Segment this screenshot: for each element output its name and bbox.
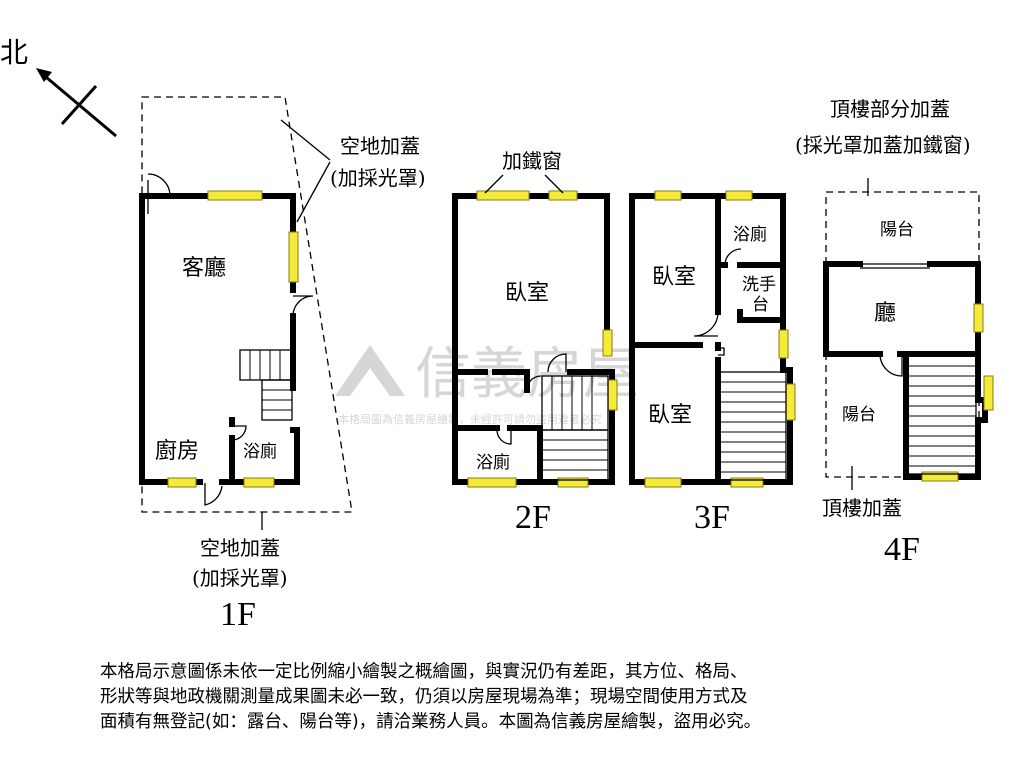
annex-note-top: 空地加蓋 bbox=[340, 134, 420, 158]
north-label: 北 bbox=[0, 36, 28, 69]
room-bath-3f: 浴廁 bbox=[733, 224, 767, 245]
stairs-4f bbox=[907, 355, 977, 475]
stairs-2f bbox=[541, 375, 609, 481]
room-kitchen-1f: 廚房 bbox=[155, 439, 199, 464]
floor-4f: 頂樓部分加蓋 (採光罩加蓋加鐵窗) 陽台 廳 陽台 頂樓加蓋 4F bbox=[795, 97, 994, 568]
north-arrow-icon bbox=[36, 68, 52, 82]
annex-note-bottom-sub: (加採光罩) bbox=[192, 566, 288, 590]
disclaimer: 本格局示意圖係未依一定比例縮小繪製之概繪圖，與實況仍有差距，其方位、格局、 形狀… bbox=[100, 660, 930, 735]
rooftop-addition-note: 頂樓加蓋 bbox=[822, 496, 902, 520]
floor-title-1f: 1F bbox=[220, 596, 256, 633]
washbasin-label-2: 台 bbox=[752, 295, 769, 315]
room-balcony-4f-top: 陽台 bbox=[880, 220, 914, 240]
rooftop-note: 頂樓部分加蓋 bbox=[830, 97, 950, 121]
disclaimer-line-3: 面積有無登記(如：露台、陽台等)，請洽業務人員。本圖為信義房屋繪製，盜用必究。 bbox=[100, 712, 762, 732]
floor-plan: 信義房屋 本格局圖為信義房屋繪製，未經許可請勿盜用違者必究 北 bbox=[0, 36, 994, 633]
north-compass: 北 bbox=[0, 36, 117, 138]
disclaimer-line-1: 本格局示意圖係未依一定比例縮小繪製之概繪圖，與實況仍有差距，其方位、格局、 bbox=[100, 662, 748, 682]
room-balcony-4f-bottom: 陽台 bbox=[842, 405, 876, 425]
stairs-1f bbox=[239, 349, 293, 421]
room-bedroom-3f-lower: 臥室 bbox=[648, 403, 692, 428]
floor-title-2f: 2F bbox=[515, 499, 551, 536]
floor-3f: 臥室 臥室 浴廁 洗手 台 3F bbox=[629, 190, 796, 536]
room-bath-2f: 浴廁 bbox=[476, 452, 510, 473]
watermark-small: 本格局圖為信義房屋繪製，未經許可請勿盜用違者必究 bbox=[338, 412, 602, 426]
room-bedroom-3f-upper: 臥室 bbox=[652, 265, 696, 290]
stairs-3f bbox=[719, 371, 787, 481]
floor-title-4f: 4F bbox=[884, 531, 920, 568]
watermark-logo-icon bbox=[335, 345, 405, 396]
room-bedroom-2f: 臥室 bbox=[505, 281, 549, 306]
annex-note-top-sub: (加採光罩) bbox=[330, 166, 426, 190]
floor-2f: 加鐵窗 臥室 浴廁 2F bbox=[452, 149, 618, 536]
disclaimer-line-2: 形狀等與地政機關測量成果圖未必一致，仍須以房屋現場為準；現場空間使用方式及 bbox=[100, 687, 748, 707]
floor-title-3f: 3F bbox=[694, 499, 730, 536]
room-bath-1f: 浴廁 bbox=[243, 441, 277, 462]
washbasin-label-1: 洗手 bbox=[742, 275, 776, 295]
watermark: 信義房屋 本格局圖為信義房屋繪製，未經許可請勿盜用違者必究 bbox=[335, 342, 639, 426]
room-hall-4f: 廳 bbox=[874, 301, 896, 326]
floor-1f: 客廳 廚房 浴廁 空地加蓋 (加採光罩) 空地加蓋 (加採光罩) 1F bbox=[139, 96, 426, 633]
room-living-1f: 客廳 bbox=[182, 256, 226, 281]
annex-note-bottom: 空地加蓋 bbox=[200, 536, 280, 560]
window-note-2f: 加鐵窗 bbox=[502, 149, 562, 173]
rooftop-note-sub: (採光罩加蓋加鐵窗) bbox=[795, 133, 971, 157]
